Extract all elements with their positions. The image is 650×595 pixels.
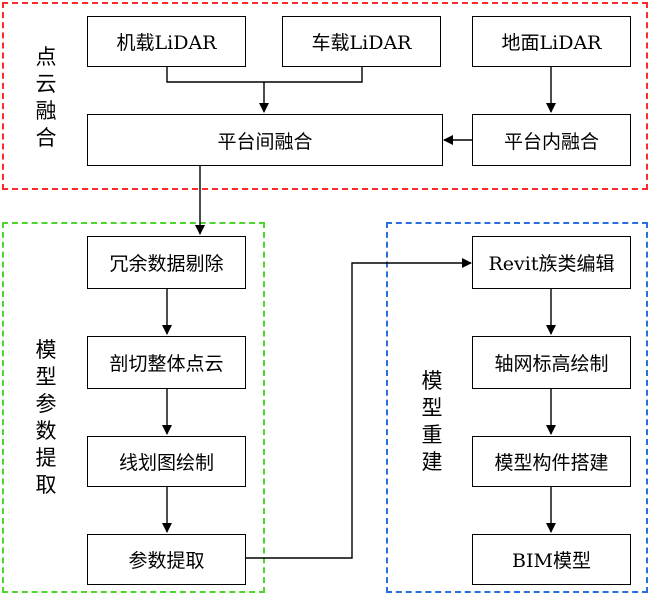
group-model-reconstruction (386, 222, 648, 593)
group-label-char: 点 (35, 45, 57, 69)
node-linework-drawing: 线划图绘制 (87, 436, 246, 487)
group-label-char: 建 (421, 450, 443, 474)
group-label-char: 模 (421, 369, 443, 393)
group-label-char: 参 (35, 392, 57, 416)
node-section-point-cloud: 剖切整体点云 (87, 336, 246, 389)
group-label-char: 合 (35, 126, 57, 150)
group-label-char: 重 (421, 423, 443, 447)
group-label-char: 融 (35, 99, 57, 123)
node-bim-model: BIM模型 (472, 534, 631, 585)
group-label-char: 模 (35, 338, 57, 362)
node-intra-platform-fusion: 平台内融合 (472, 114, 631, 166)
edge-airborne-merge (166, 67, 363, 83)
group-label-char: 数 (35, 419, 57, 443)
group-label-char: 云 (35, 72, 57, 96)
node-model-component-build: 模型构件搭建 (472, 436, 631, 487)
group-label-rebuild: 模 型 重 建 (420, 368, 444, 476)
group-label-param: 模 型 参 数 提 取 (34, 337, 58, 499)
node-vehicle-lidar: 车载LiDAR (282, 16, 441, 67)
group-label-char: 提 (35, 446, 57, 470)
group-label-fusion: 点 云 融 合 (34, 44, 58, 152)
node-revit-family-edit: Revit族类编辑 (472, 236, 631, 289)
node-airborne-lidar: 机载LiDAR (87, 16, 246, 67)
node-redundancy-removal: 冗余数据剔除 (87, 236, 246, 289)
edge-param-revit (246, 258, 472, 559)
group-label-char: 型 (421, 396, 443, 420)
node-inter-platform-fusion: 平台间融合 (87, 114, 443, 166)
group-label-char: 型 (35, 365, 57, 389)
group-point-cloud-fusion (2, 2, 648, 190)
group-model-parameter-extraction (2, 222, 265, 593)
node-axis-grid-drawing: 轴网标高绘制 (472, 336, 631, 389)
node-parameter-extraction: 参数提取 (87, 534, 246, 585)
group-label-char: 取 (35, 473, 57, 497)
node-ground-lidar: 地面LiDAR (472, 16, 631, 67)
